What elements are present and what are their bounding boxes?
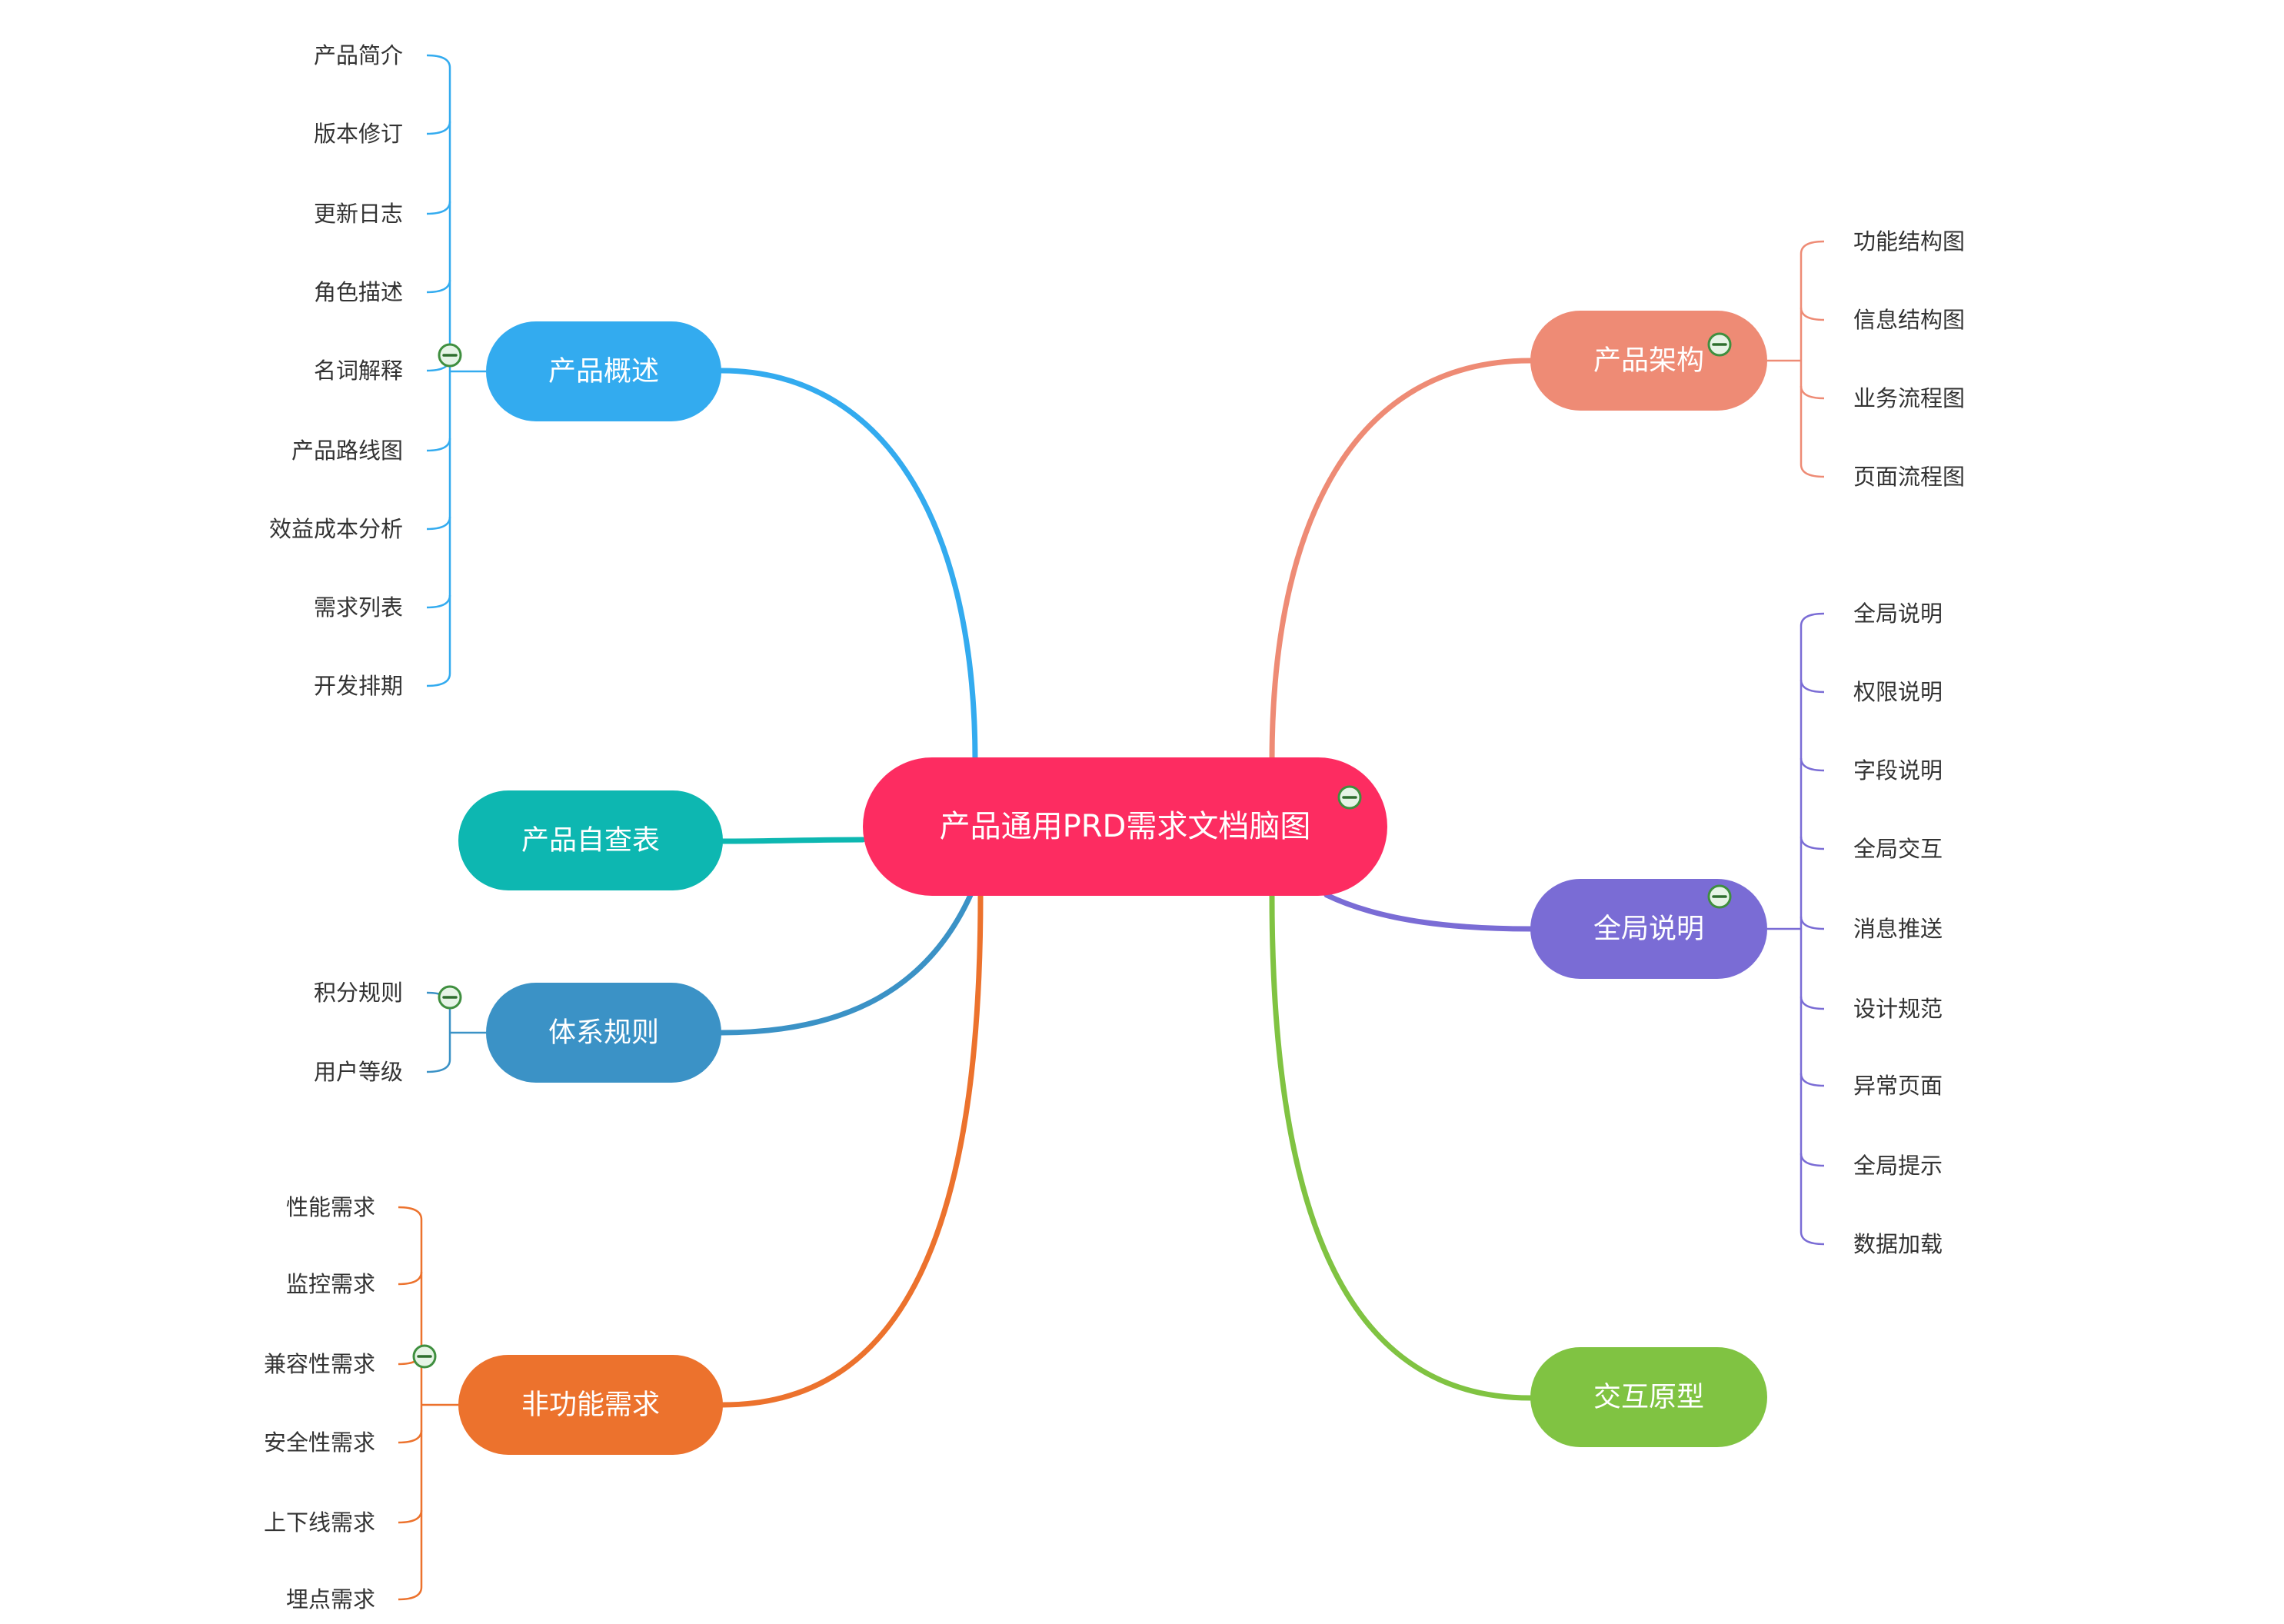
leaf-label[interactable]: 字段说明 [1853, 757, 1943, 784]
bracket-tick-global [1800, 836, 1825, 850]
connector-proto [1269, 892, 1533, 1401]
leaf-label[interactable]: 全局交互 [1853, 836, 1943, 862]
bracket-tick-overview [426, 438, 451, 452]
collapse-toggle-arch[interactable] [1707, 332, 1732, 357]
branch-label-system: 体系规则 [548, 1017, 659, 1049]
bracket-spine-global [1800, 612, 1825, 1246]
connector-selfcheck [720, 837, 866, 844]
leaf-label[interactable]: 消息推送 [1853, 916, 1943, 942]
leaf-label[interactable]: 兼容性需求 [264, 1351, 375, 1377]
collapse-toggle-overview[interactable] [438, 343, 462, 368]
collapse-toggle-root[interactable] [1337, 785, 1362, 810]
bracket-tick-overview [426, 201, 451, 215]
bracket-tick-nonfunc [398, 1271, 423, 1286]
connector-overview [718, 368, 978, 764]
bracket-tick-global [1800, 1073, 1825, 1087]
branch-node-overview[interactable] [486, 321, 721, 421]
leaf-label[interactable]: 积分规则 [314, 980, 403, 1006]
collapse-toggles [412, 332, 1732, 1369]
connector-system [718, 892, 974, 1036]
leaf-label[interactable]: 性能需求 [286, 1194, 375, 1220]
bracket-spine-arch [1800, 240, 1825, 478]
bracket-tick-nonfunc [398, 1509, 423, 1524]
leaf-label[interactable]: 异常页面 [1853, 1073, 1943, 1099]
connector-arch [1269, 358, 1533, 764]
leaf-label[interactable]: 名词解释 [314, 358, 403, 384]
leaf-label[interactable]: 安全性需求 [264, 1429, 375, 1456]
connector-global [1323, 892, 1533, 932]
bracket-spine-nonfunc [398, 1206, 423, 1601]
branch-node-selfcheck[interactable] [458, 790, 723, 890]
branch-node-proto[interactable] [1530, 1347, 1767, 1447]
leaf-label[interactable]: 效益成本分析 [269, 516, 403, 542]
branch-node-global[interactable] [1530, 879, 1767, 979]
leaf-label[interactable]: 产品路线图 [291, 438, 403, 464]
branch-label-arch: 产品架构 [1593, 345, 1704, 377]
leaf-label[interactable]: 权限说明 [1853, 679, 1943, 705]
leaf-label[interactable]: 版本修订 [314, 121, 403, 147]
collapse-toggle-system[interactable] [438, 985, 462, 1010]
leaf-label[interactable]: 上下线需求 [264, 1509, 375, 1536]
leaf-label[interactable]: 页面流程图 [1853, 464, 1965, 490]
leaf-label[interactable]: 角色描述 [314, 279, 403, 305]
collapse-toggle-nonfunc[interactable] [412, 1344, 437, 1369]
leaf-label[interactable]: 全局提示 [1853, 1153, 1943, 1179]
bracket-tick-global [1800, 1153, 1825, 1167]
leaf-label[interactable]: 数据加载 [1853, 1231, 1943, 1257]
bracket-tick-overview [426, 594, 451, 609]
branch-label-overview: 产品概述 [548, 356, 659, 388]
root-node[interactable] [863, 757, 1387, 896]
branch-label-selfcheck: 产品自查表 [521, 825, 660, 857]
leaf-label[interactable]: 需求列表 [314, 594, 403, 621]
branch-label-nonfunc: 非功能需求 [521, 1389, 660, 1421]
branch-node-nonfunc[interactable] [458, 1355, 723, 1455]
collapse-toggle-global[interactable] [1707, 884, 1732, 909]
bracket-tick-nonfunc [398, 1429, 423, 1444]
bracket-tick-arch [1800, 385, 1825, 400]
leaf-label[interactable]: 业务流程图 [1853, 385, 1965, 411]
bracket-tick-overview [426, 121, 451, 135]
leaf-label[interactable]: 信息结构图 [1853, 307, 1965, 333]
bracket-spine-overview [426, 54, 451, 687]
leaf-label[interactable]: 产品简介 [314, 42, 403, 68]
leaf-label[interactable]: 埋点需求 [286, 1586, 375, 1612]
branch-label-proto: 交互原型 [1593, 1382, 1704, 1413]
bracket-tick-global [1800, 679, 1825, 694]
connector-nonfunc [720, 892, 984, 1408]
leaf-brackets [398, 54, 1825, 1601]
bracket-tick-global [1800, 916, 1825, 930]
bracket-tick-arch [1800, 307, 1825, 321]
branch-node-arch[interactable] [1530, 311, 1767, 411]
bracket-tick-global [1800, 996, 1825, 1010]
root-label: 产品通用PRD需求文档脑图 [940, 809, 1311, 844]
branch-label-global: 全局说明 [1593, 914, 1704, 945]
branch-node-system[interactable] [486, 983, 721, 1083]
leaf-label[interactable]: 监控需求 [286, 1271, 375, 1297]
bracket-tick-overview [426, 279, 451, 294]
bracket-tick-overview [426, 516, 451, 531]
leaf-label[interactable]: 设计规范 [1853, 996, 1943, 1022]
leaf-label[interactable]: 全局说明 [1853, 601, 1943, 627]
branch-connectors [718, 358, 1533, 1408]
leaf-label[interactable]: 更新日志 [314, 201, 403, 227]
leaf-label[interactable]: 用户等级 [314, 1059, 403, 1085]
leaf-labels: 产品简介版本修订更新日志角色描述名词解释产品路线图效益成本分析需求列表开发排期积… [264, 42, 1965, 1612]
bracket-tick-global [1800, 757, 1825, 772]
leaf-label[interactable]: 开发排期 [314, 673, 403, 699]
leaf-label[interactable]: 功能结构图 [1853, 228, 1965, 255]
